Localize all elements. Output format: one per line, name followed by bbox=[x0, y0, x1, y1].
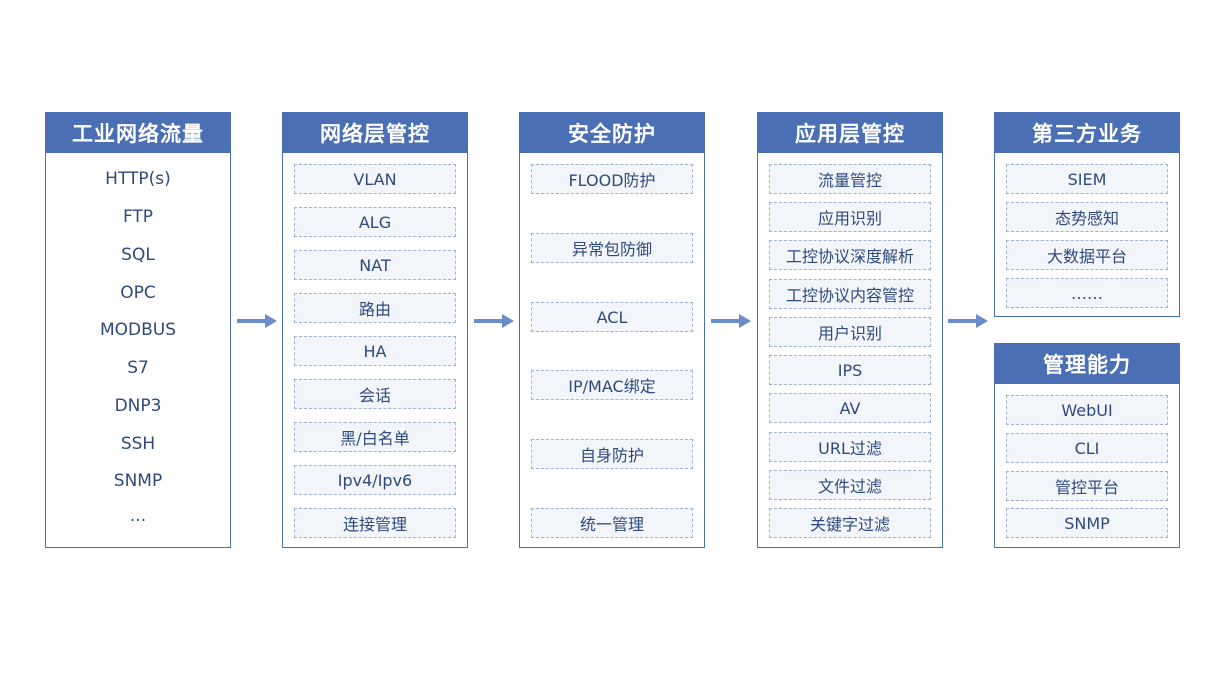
list-item: 自身防护 bbox=[531, 439, 693, 469]
list-item: SIEM bbox=[1006, 164, 1168, 194]
list-item: DNP3 bbox=[114, 396, 162, 416]
column-management-capability: 管理能力 WebUI CLI 管控平台 SNMP bbox=[994, 343, 1180, 548]
flow-arrow-icon bbox=[237, 314, 277, 328]
column-industrial-traffic: 工业网络流量 HTTP(s) FTP SQL OPC MODBUS S7 DNP… bbox=[45, 112, 231, 548]
list-item: 关键字过滤 bbox=[769, 508, 931, 538]
list-item: URL过滤 bbox=[769, 432, 931, 462]
column-third-party-services: 第三方业务 SIEM 态势感知 大数据平台 …… bbox=[994, 112, 1180, 317]
list-item: SSH bbox=[120, 434, 156, 454]
list-item: MODBUS bbox=[99, 320, 177, 340]
flow-arrow-icon bbox=[474, 314, 514, 328]
list-item: OPC bbox=[120, 283, 156, 303]
list-item: FTP bbox=[122, 207, 154, 227]
column-title: 工业网络流量 bbox=[46, 113, 230, 153]
list-item: 异常包防御 bbox=[531, 233, 693, 263]
list-item: …… bbox=[1006, 278, 1168, 308]
column-application-layer-control: 应用层管控 流量管控 应用识别 工控协议深度解析 工控协议内容管控 用户识别 I… bbox=[757, 112, 943, 548]
list-item: S7 bbox=[127, 358, 149, 378]
list-item: 路由 bbox=[294, 293, 456, 323]
column-title: 安全防护 bbox=[520, 113, 704, 153]
list-item: 统一管理 bbox=[531, 508, 693, 538]
column-title: 网络层管控 bbox=[283, 113, 467, 153]
list-item: FLOOD防护 bbox=[531, 164, 693, 194]
column-security-protection: 安全防护 FLOOD防护 异常包防御 ACL IP/MAC绑定 自身防护 统一管… bbox=[519, 112, 705, 548]
list-item: IPS bbox=[769, 355, 931, 385]
list-item: ACL bbox=[531, 302, 693, 332]
list-item: ... bbox=[129, 506, 147, 526]
list-item: ALG bbox=[294, 207, 456, 237]
column-title: 第三方业务 bbox=[995, 113, 1179, 153]
flow-arrow-icon bbox=[948, 314, 988, 328]
list-item: 连接管理 bbox=[294, 508, 456, 538]
list-item: 管控平台 bbox=[1006, 471, 1168, 501]
list-item: 用户识别 bbox=[769, 317, 931, 347]
list-item: 文件过滤 bbox=[769, 470, 931, 500]
list-item: HA bbox=[294, 336, 456, 366]
list-item: 大数据平台 bbox=[1006, 240, 1168, 270]
list-item: 会话 bbox=[294, 379, 456, 409]
list-item: VLAN bbox=[294, 164, 456, 194]
flow-arrow-icon bbox=[711, 314, 751, 328]
list-item: 应用识别 bbox=[769, 202, 931, 232]
list-item: AV bbox=[769, 393, 931, 423]
column-title: 应用层管控 bbox=[758, 113, 942, 153]
list-item: 工控协议深度解析 bbox=[769, 240, 931, 270]
list-item: WebUI bbox=[1006, 395, 1168, 425]
column-network-layer-control: 网络层管控 VLAN ALG NAT 路由 HA 会话 黑/白名单 Ipv4/I… bbox=[282, 112, 468, 548]
list-item: SQL bbox=[121, 245, 155, 265]
list-item: HTTP(s) bbox=[105, 169, 171, 189]
list-item: NAT bbox=[294, 250, 456, 280]
list-item: 流量管控 bbox=[769, 164, 931, 194]
list-item: IP/MAC绑定 bbox=[531, 370, 693, 400]
column-title: 管理能力 bbox=[995, 344, 1179, 384]
list-item: CLI bbox=[1006, 433, 1168, 463]
list-item: Ipv4/Ipv6 bbox=[294, 465, 456, 495]
list-item: 工控协议内容管控 bbox=[769, 279, 931, 309]
list-item: 黑/白名单 bbox=[294, 422, 456, 452]
list-item: SNMP bbox=[1006, 508, 1168, 538]
list-item: SNMP bbox=[113, 471, 163, 491]
list-item: 态势感知 bbox=[1006, 202, 1168, 232]
